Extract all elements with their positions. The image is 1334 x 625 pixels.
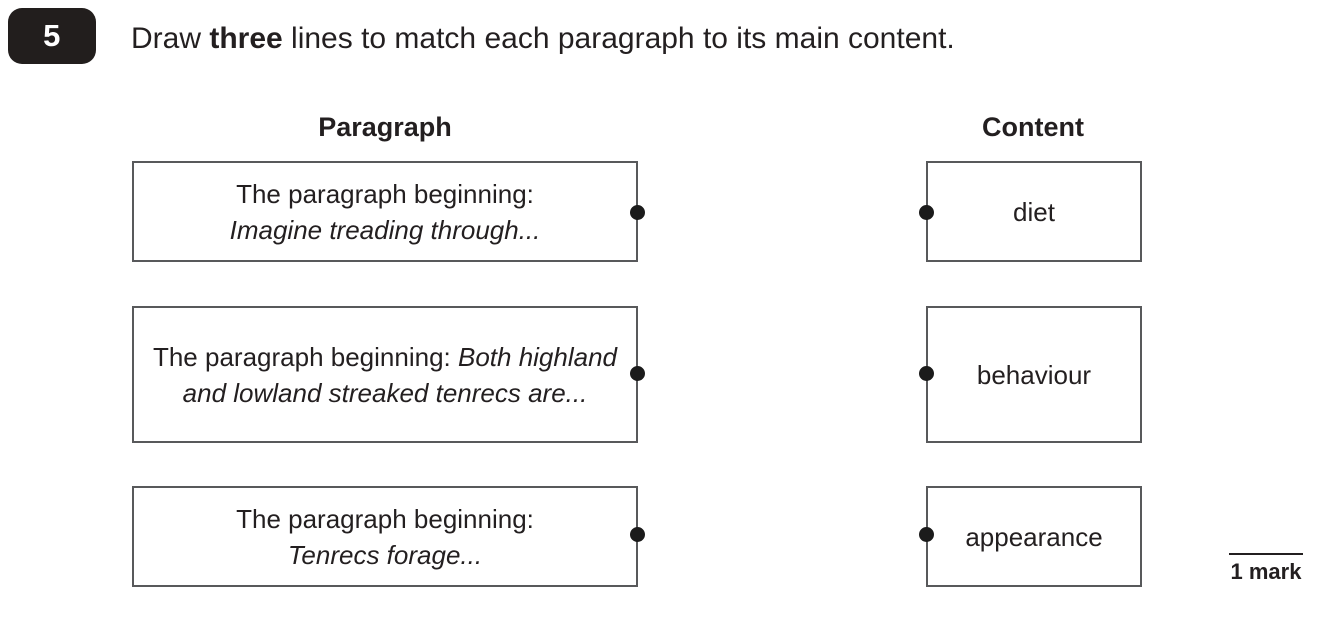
instruction-suffix: lines to match each paragraph to its mai…: [282, 22, 955, 55]
content-box-diet[interactable]: diet: [926, 161, 1142, 262]
paragraph-1-lead: The paragraph beginning:: [236, 178, 534, 209]
mark-label: 1 mark: [1230, 559, 1302, 584]
paragraph-1-quote: Imagine treading through...: [229, 214, 541, 245]
instruction-emphasis: three: [209, 22, 283, 55]
connector-dot-paragraph-2[interactable]: [630, 366, 645, 381]
paragraph-2-lead: The paragraph beginning:: [152, 341, 451, 372]
instruction-prefix: Draw: [131, 22, 210, 55]
content-box-behaviour[interactable]: behaviour: [926, 306, 1142, 443]
paragraph-2-quote: Both highland and lowland streaked tenre…: [182, 341, 618, 408]
content-box-behaviour-label: behaviour: [976, 359, 1092, 390]
paragraph-box-3-text: The paragraph beginning: Tenrecs forage.…: [236, 501, 534, 573]
column-header-paragraph: Paragraph: [318, 112, 452, 142]
content-box-diet-label: diet: [1013, 196, 1055, 227]
mark-allocation: 1 mark: [1218, 553, 1314, 585]
connector-dot-content-behaviour[interactable]: [919, 366, 934, 381]
content-box-appearance-label: appearance: [965, 521, 1103, 552]
paragraph-box-1-text: The paragraph beginning: Imagine treadin…: [230, 176, 541, 248]
paragraph-3-lead: The paragraph beginning:: [236, 503, 534, 534]
paragraph-3-quote: Tenrecs forage...: [287, 539, 483, 570]
paragraph-box-2-text: The paragraph beginning: Both highland a…: [146, 339, 624, 411]
question-instruction: Draw three lines to match each paragraph…: [131, 19, 955, 59]
connector-dot-paragraph-3[interactable]: [630, 527, 645, 542]
content-box-appearance[interactable]: appearance: [926, 486, 1142, 587]
paragraph-box-1[interactable]: The paragraph beginning: Imagine treadin…: [132, 161, 638, 262]
paragraph-box-2[interactable]: The paragraph beginning: Both highland a…: [132, 306, 638, 443]
paragraph-box-3[interactable]: The paragraph beginning: Tenrecs forage.…: [132, 486, 638, 587]
connector-dot-paragraph-1[interactable]: [630, 205, 645, 220]
column-header-content: Content: [982, 112, 1084, 142]
question-number: 5: [43, 18, 61, 53]
question-number-badge: 5: [8, 8, 96, 64]
mark-rule: [1229, 553, 1303, 555]
connector-dot-content-appearance[interactable]: [919, 527, 934, 542]
connector-dot-content-diet[interactable]: [919, 205, 934, 220]
